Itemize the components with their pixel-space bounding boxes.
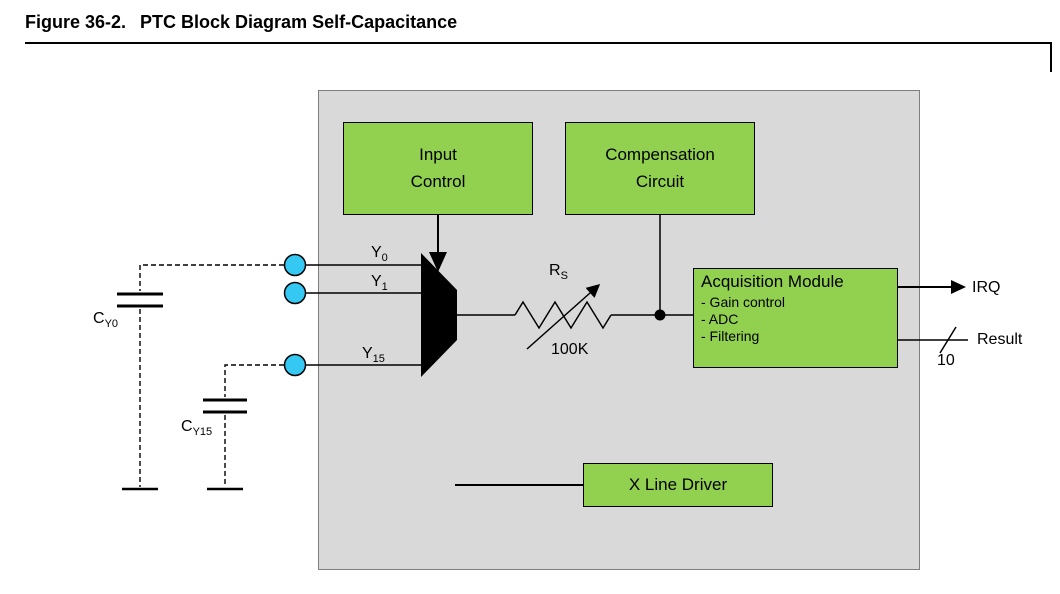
y1-label-base: Y xyxy=(371,273,382,290)
y0-pad xyxy=(283,253,307,277)
resistor-name-base: R xyxy=(549,262,561,279)
irq-arrowhead xyxy=(951,280,966,294)
y15-pin-label: Y15 xyxy=(362,345,385,365)
compensation-circuit-block: Compensation Circuit xyxy=(565,122,755,215)
resistor-value-label: 100K xyxy=(551,341,589,358)
cy15-dashed-wire xyxy=(224,364,284,397)
y1-pin-label: Y1 xyxy=(371,273,388,293)
resistor-variable-arrow xyxy=(526,284,601,350)
x-line-driver-block: X Line Driver xyxy=(583,463,773,507)
cy0-label-sub: Y0 xyxy=(104,318,119,331)
cy0-capacitor-label: CY0 xyxy=(93,310,118,330)
y1-label-sub: 1 xyxy=(381,281,388,294)
cy15-capacitor-label: CY15 xyxy=(181,418,212,438)
y1-pad xyxy=(283,281,307,305)
resistor-name-sub: S xyxy=(560,270,568,283)
result-bus-slash xyxy=(939,326,957,354)
cy0-label-base: C xyxy=(93,310,105,327)
acquisition-item: - Gain control xyxy=(701,294,786,310)
junction-dot xyxy=(654,309,666,321)
y0-label-base: Y xyxy=(371,244,382,261)
title-rule xyxy=(25,42,1052,44)
acquisition-module-title: Acquisition Module xyxy=(701,272,844,291)
y15-label-sub: 15 xyxy=(372,353,385,366)
cy15-label-sub: Y15 xyxy=(192,426,213,439)
page-border-segment xyxy=(1050,42,1052,72)
irq-label: IRQ xyxy=(972,279,1001,296)
input-control-block: Input Control xyxy=(343,122,533,215)
cy15-label-base: C xyxy=(181,418,193,435)
input-control-arrowhead xyxy=(429,252,447,272)
acquisition-item: - ADC xyxy=(701,311,739,327)
result-bus-width-label: 10 xyxy=(937,352,955,369)
y0-label-sub: 0 xyxy=(381,252,388,265)
result-label: Result xyxy=(977,331,1023,348)
figure-title: Figure 36-2. PTC Block Diagram Self-Capac… xyxy=(25,12,457,33)
cy0-dashed-wire xyxy=(139,264,284,291)
resistor-zigzag xyxy=(514,300,612,330)
acquisition-module-block: Acquisition Module - Gain control - ADC … xyxy=(693,268,898,368)
y15-pad xyxy=(283,353,307,377)
resistor-name-label: RS xyxy=(549,262,568,282)
acquisition-item: - Filtering xyxy=(701,328,760,344)
figure-caption: PTC Block Diagram Self-Capacitance xyxy=(140,12,458,32)
figure-number: Figure 36-2. xyxy=(25,12,127,32)
y0-pin-label: Y0 xyxy=(371,244,388,264)
input-mux-shape xyxy=(421,253,457,377)
y15-label-base: Y xyxy=(362,345,373,362)
